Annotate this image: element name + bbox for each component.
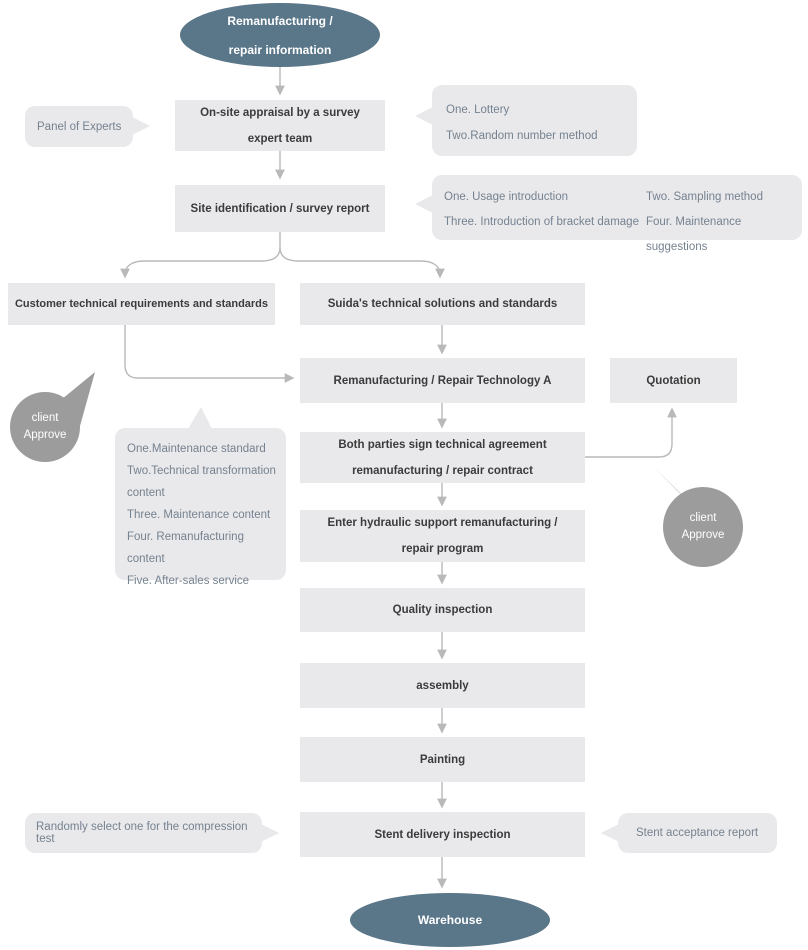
panel-of-experts-callout: Panel of Experts (25, 106, 150, 147)
client-approve-badge-right: client Approve (663, 487, 743, 567)
connector-customer-to-technology (124, 325, 295, 383)
connector-branch-right (279, 246, 445, 279)
quality-inspection-text: Quality inspection (392, 604, 493, 616)
agreement-contents-item: Two.Technical transformation content (127, 465, 276, 499)
callout-pointer-icon (132, 117, 150, 135)
acceptance-report-callout: Stent acceptance report (601, 813, 777, 853)
callout-pointer-icon (601, 824, 619, 842)
enter-program-line2: repair program (401, 543, 484, 555)
quotation-text: Quotation (646, 374, 701, 387)
suida-solutions-text: Suida's technical solutions and standard… (327, 298, 558, 310)
warehouse-terminator: Warehouse (350, 893, 550, 947)
repair-technology-node: Remanufacturing / Repair Technology A (300, 358, 585, 403)
agreement-contents-item: Four. Remanufacturing content (127, 531, 244, 565)
callout-pointer-icon (415, 195, 433, 213)
selection-method-line2: Two.Random number method (446, 130, 598, 142)
agreement-contents-callout: One.Maintenance standard Two.Technical t… (115, 407, 286, 587)
callout-pointer-icon (261, 824, 279, 842)
assembly-node: assembly (300, 663, 585, 708)
repair-technology-text: Remanufacturing / Repair Technology A (333, 374, 552, 387)
site-report-text: Site identification / survey report (190, 202, 370, 215)
survey-contents-item: One. Usage introduction (444, 191, 569, 203)
survey-contents-item: Two. Sampling method (646, 191, 763, 203)
suida-solutions-node: Suida's technical solutions and standard… (300, 283, 585, 325)
callout-pointer-icon (188, 407, 212, 429)
assembly-text: assembly (416, 679, 469, 692)
painting-node: Painting (300, 737, 585, 782)
site-report-node: Site identification / survey report (175, 185, 385, 232)
onsite-appraisal-node: On-site appraisal by a survey expert tea… (175, 100, 385, 151)
quality-inspection-node: Quality inspection (300, 588, 585, 632)
client-approve-line2: Approve (23, 429, 67, 441)
quotation-node: Quotation (610, 358, 737, 403)
survey-contents-item: Four. Maintenance suggestions (646, 216, 742, 253)
enter-program-node: Enter hydraulic support remanufacturing … (300, 510, 585, 562)
panel-of-experts-text: Panel of Experts (37, 120, 122, 133)
start-label-line1: Remanufacturing / (227, 13, 333, 28)
client-approve-line1: client (31, 412, 59, 424)
sign-contract-line1: Both parties sign technical agreement (338, 438, 547, 451)
customer-requirements-text: Customer technical requirements and stan… (14, 298, 269, 310)
selection-method-line1: One. Lottery (446, 104, 510, 116)
delivery-inspection-node: Stent delivery inspection (300, 812, 585, 857)
callout-pointer-icon (415, 107, 433, 125)
onsite-appraisal-line1: On-site appraisal by a survey (200, 106, 360, 119)
survey-contents-item: Three. Introduction of bracket damage (444, 216, 639, 228)
selection-method-callout: One. Lottery Two.Random number method (415, 85, 637, 156)
customer-requirements-node: Customer technical requirements and stan… (8, 283, 275, 325)
compression-test-callout: Randomly select one for the compression … (25, 813, 279, 853)
warehouse-text: Warehouse (417, 913, 483, 927)
survey-report-contents-callout: One. Usage introduction Two. Sampling me… (415, 175, 802, 253)
agreement-contents-item: One.Maintenance standard (127, 443, 266, 455)
client-approve-line2: Approve (681, 529, 725, 541)
enter-program-line1: Enter hydraulic support remanufacturing … (327, 517, 558, 529)
sign-contract-node: Both parties sign technical agreement re… (300, 432, 585, 483)
painting-text: Painting (419, 753, 466, 766)
agreement-contents-item: Five. After-sales service (127, 575, 250, 587)
acceptance-report-text: Stent acceptance report (636, 827, 759, 839)
onsite-appraisal-line2: expert team (247, 132, 313, 145)
connector-contract-to-quotation (585, 407, 677, 458)
connector-branch-left (120, 246, 281, 279)
start-label-line2: repair information (228, 42, 332, 57)
start-terminator: Remanufacturing / repair information (180, 3, 380, 67)
compression-test-text: Randomly select one for the compression … (36, 821, 248, 845)
agreement-contents-item: Three. Maintenance content (127, 509, 271, 521)
sign-contract-line2: remanufacturing / repair contract (352, 464, 533, 477)
client-approve-badge-left: client Approve (10, 392, 80, 462)
delivery-inspection-text: Stent delivery inspection (374, 828, 511, 841)
client-approve-line1: client (689, 512, 717, 524)
